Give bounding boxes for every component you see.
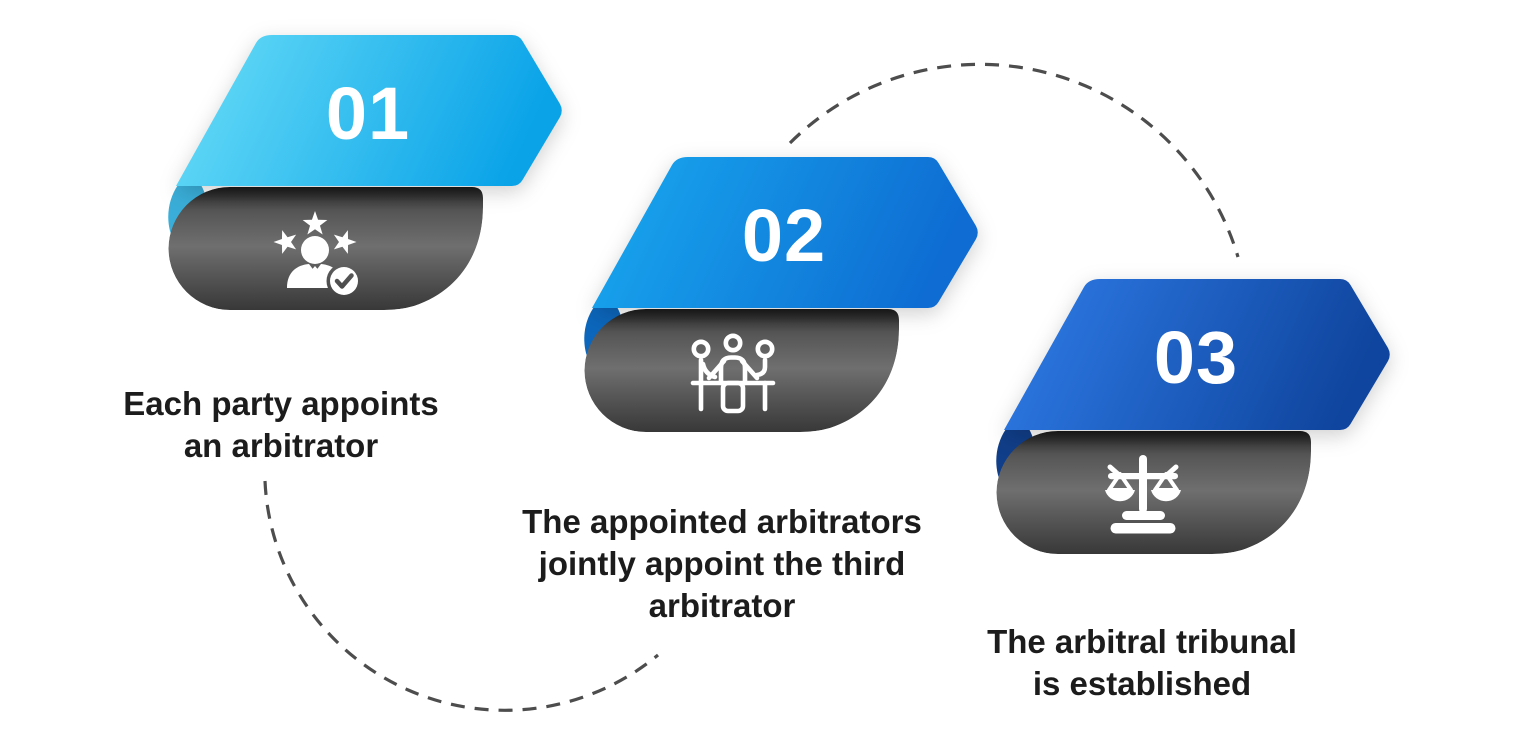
step-number: 02 (742, 194, 826, 277)
caption-line: The appointed arbitrators (522, 503, 922, 540)
step-3-ribbon: 03 (996, 279, 1390, 554)
caption-line: The arbitral tribunal (987, 623, 1297, 660)
appointed-arbitrator-icon (259, 196, 371, 308)
step-2-caption: The appointed arbitrators jointly appoin… (522, 501, 922, 627)
ribbon-banner (1004, 279, 1390, 430)
ribbon-banner (592, 157, 978, 308)
dashed-connector-arc-2-3 (788, 62, 1240, 258)
caption-line: jointly appoint the third (538, 545, 906, 582)
step-number: 01 (326, 72, 410, 155)
step-1-ribbon: 01 (168, 35, 562, 310)
step-number: 03 (1154, 316, 1238, 399)
meeting-table-icon (690, 333, 776, 414)
ribbon-banner (176, 35, 562, 186)
step-2-ribbon: 02 (584, 157, 978, 432)
scales-of-justice-icon (1105, 455, 1181, 534)
caption-line: arbitrator (648, 587, 796, 624)
dashed-connector-arc-1-2 (263, 480, 660, 712)
caption-line: Each party appoints (123, 385, 439, 422)
caption-line: is established (1032, 665, 1252, 702)
step-3-caption: The arbitral tribunal is established (987, 621, 1297, 705)
ribbon-fold (584, 309, 899, 432)
caption-line: an arbitrator (183, 427, 379, 464)
step-1-caption: Each party appoints an arbitrator (123, 383, 438, 467)
